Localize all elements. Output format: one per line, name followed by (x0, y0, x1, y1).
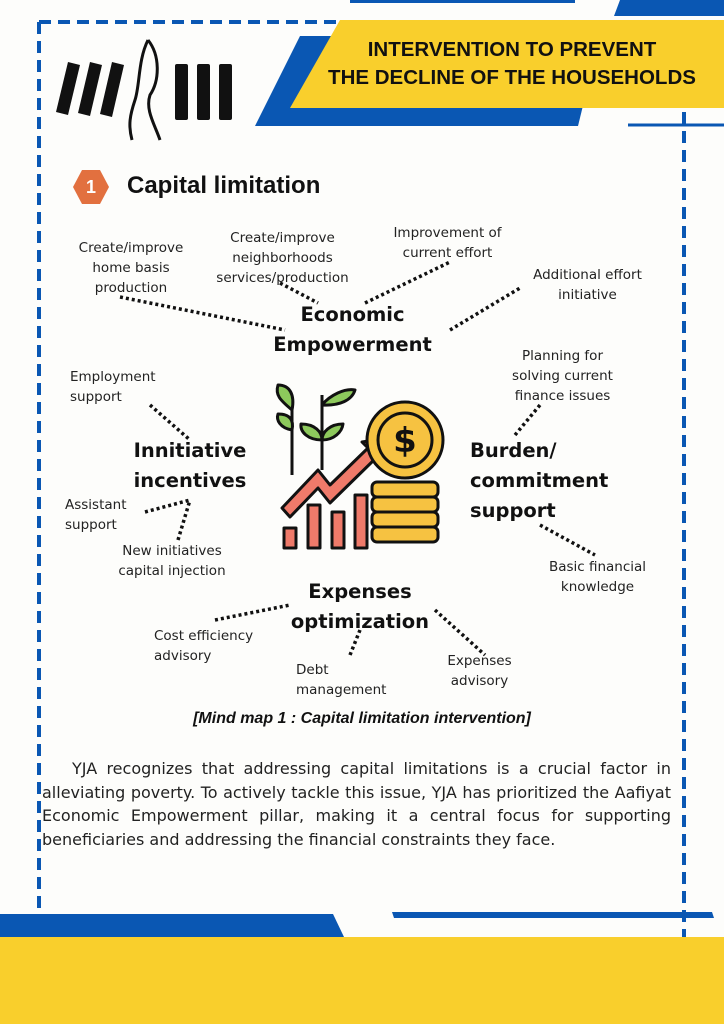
figure-caption: [Mind map 1 : Capital limitation interve… (193, 710, 531, 727)
hub-expenses-optimization: Expenses optimization (290, 580, 430, 633)
growth-money-icon: $ (275, 383, 445, 550)
title-line-2: THE DECLINE OF THE HOUSEHOLDS (328, 66, 696, 89)
hub-burden-support: Burden/ commitment support (470, 439, 609, 522)
leaf-employment: Employment support (70, 369, 156, 405)
leaf-improvement: Improvement of current effort (393, 225, 502, 261)
leaf-expenses-advisory: Expenses advisory (447, 653, 512, 689)
leaf-home-basis: Create/improve home basis production (78, 240, 184, 296)
body-paragraph: YJA recognizes that addressing capital l… (42, 759, 671, 849)
number-badge-shape (73, 170, 109, 204)
leaf-debt: Debt management (296, 662, 387, 698)
leaf-planning: Planning for solving current finance iss… (512, 348, 613, 404)
page-title: INTERVENTION TO PREVENT THE DECLINE OF T… (300, 36, 724, 92)
section-number-badge: 1 (73, 170, 109, 204)
bottom-yellow-band (0, 937, 724, 1024)
hub-economic-empowerment: Economic Empowerment (273, 303, 432, 356)
leaf-additional-effort: Additional effort initiative (533, 267, 642, 303)
title-line-1: INTERVENTION TO PREVENT (367, 38, 657, 61)
section-number: 1 (85, 177, 96, 197)
leaf-neighborhoods: Create/improve neighborhoods services/pr… (216, 230, 349, 286)
mindmap-connectors (119, 260, 596, 657)
bottom-blue-bar (0, 914, 344, 937)
leaf-assistant: Assistant support (65, 497, 127, 533)
title-banner (290, 20, 724, 108)
leaf-basic-financial: Basic financial knowledge (548, 559, 647, 595)
section-title: Capital limitation (127, 172, 321, 199)
hub-initiative-incentives: Innitiative incentives (133, 439, 247, 492)
leaf-cost-efficiency: Cost efficiency advisory (154, 628, 254, 664)
logo-icon (56, 39, 232, 141)
leaf-new-initiatives: New initiatives capital injection (118, 543, 226, 579)
svg-text:$: $ (393, 421, 417, 461)
